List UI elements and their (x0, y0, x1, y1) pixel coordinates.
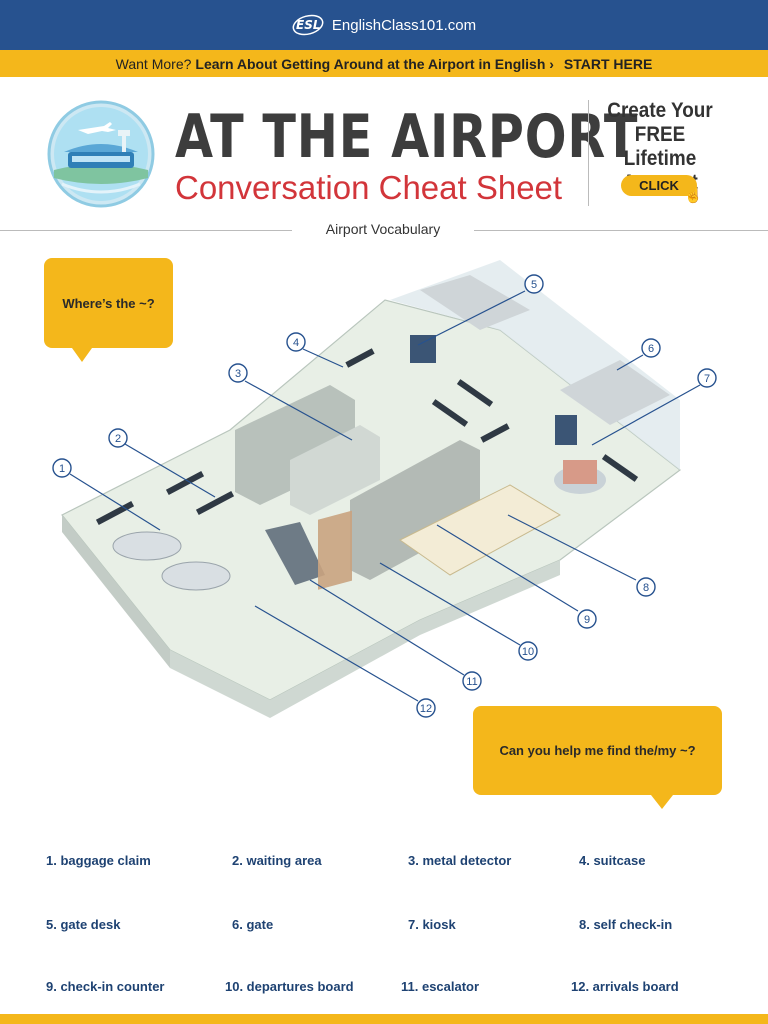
map-number-3: 3 (235, 368, 241, 380)
airport-map-illustration: 1 2 3 4 5 6 7 8 9 10 11 12 (52, 260, 717, 718)
map-number-11: 11 (466, 676, 477, 688)
map-number-2: 2 (115, 433, 121, 445)
map-number-5: 5 (531, 279, 537, 291)
esl-logo-icon[interactable]: ESL (292, 13, 324, 37)
cta-line-2: FREE Lifetime (623, 123, 697, 170)
vocab-item: 7. kiosk (408, 917, 456, 932)
vocab-item: 11. escalator (401, 979, 480, 994)
map-number-9: 9 (584, 614, 590, 626)
footer-bar (0, 1014, 768, 1024)
section-header: Airport Vocabulary (0, 220, 768, 240)
speech-bubble-help-me-find: Can you help me find the/my ~? (473, 706, 722, 809)
cta-line-1: Create Your (607, 99, 713, 122)
vocab-item: 10. departures board (225, 979, 354, 994)
map-number-10: 10 (522, 646, 534, 658)
airport-globe-illustration (47, 100, 155, 208)
bubble-text-2: Can you help me find the/my ~? (499, 743, 696, 758)
vocab-item: 4. suitcase (579, 853, 646, 868)
vocab-item: 12. arrivals board (571, 979, 679, 994)
vocab-item: 8. self check-in (579, 917, 673, 932)
page-title: AT THE AIRPORT (175, 102, 639, 172)
hand-cursor-icon: ☝ (684, 187, 703, 204)
map-number-1: 1 (59, 463, 65, 475)
bubble-text-1: Where’s the ~? (62, 295, 155, 311)
vocab-item: 2. waiting area (232, 853, 322, 868)
logo-text: ESL (296, 18, 321, 32)
section-rule-right (474, 230, 768, 231)
map-number-6: 6 (648, 343, 654, 355)
map-number-4: 4 (293, 337, 299, 349)
promo-banner[interactable]: Want More? Learn About Getting Around at… (0, 50, 768, 77)
promo-link[interactable]: Learn About Getting Around at the Airpor… (195, 55, 554, 72)
site-header-bar: ESL EnglishClass101.com (0, 0, 768, 50)
vocab-item: 1. baggage claim (46, 853, 151, 868)
map-number-8: 8 (643, 582, 649, 594)
vocab-item: 5. gate desk (46, 917, 121, 932)
vocab-item: 6. gate (232, 917, 274, 932)
map-number-7: 7 (704, 373, 710, 385)
click-button[interactable]: CLICK (621, 175, 697, 196)
vocab-item: 9. check-in counter (46, 979, 165, 994)
map-number-12: 12 (420, 703, 432, 715)
section-label: Airport Vocabulary (325, 221, 441, 237)
page-subtitle: Conversation Cheat Sheet (175, 169, 563, 206)
promo-lead: Want More? (115, 55, 192, 72)
start-here-link[interactable]: START HERE (563, 55, 653, 72)
site-name-link[interactable]: EnglishClass101.com (331, 16, 477, 34)
vocabulary-list: 1. baggage claim 2. waiting area 3. meta… (0, 840, 768, 1010)
section-rule-left (0, 230, 292, 231)
speech-bubble-wheres-the: Where’s the ~? (44, 258, 173, 362)
vocab-item: 3. metal detector (408, 853, 512, 868)
header-divider (588, 100, 589, 206)
